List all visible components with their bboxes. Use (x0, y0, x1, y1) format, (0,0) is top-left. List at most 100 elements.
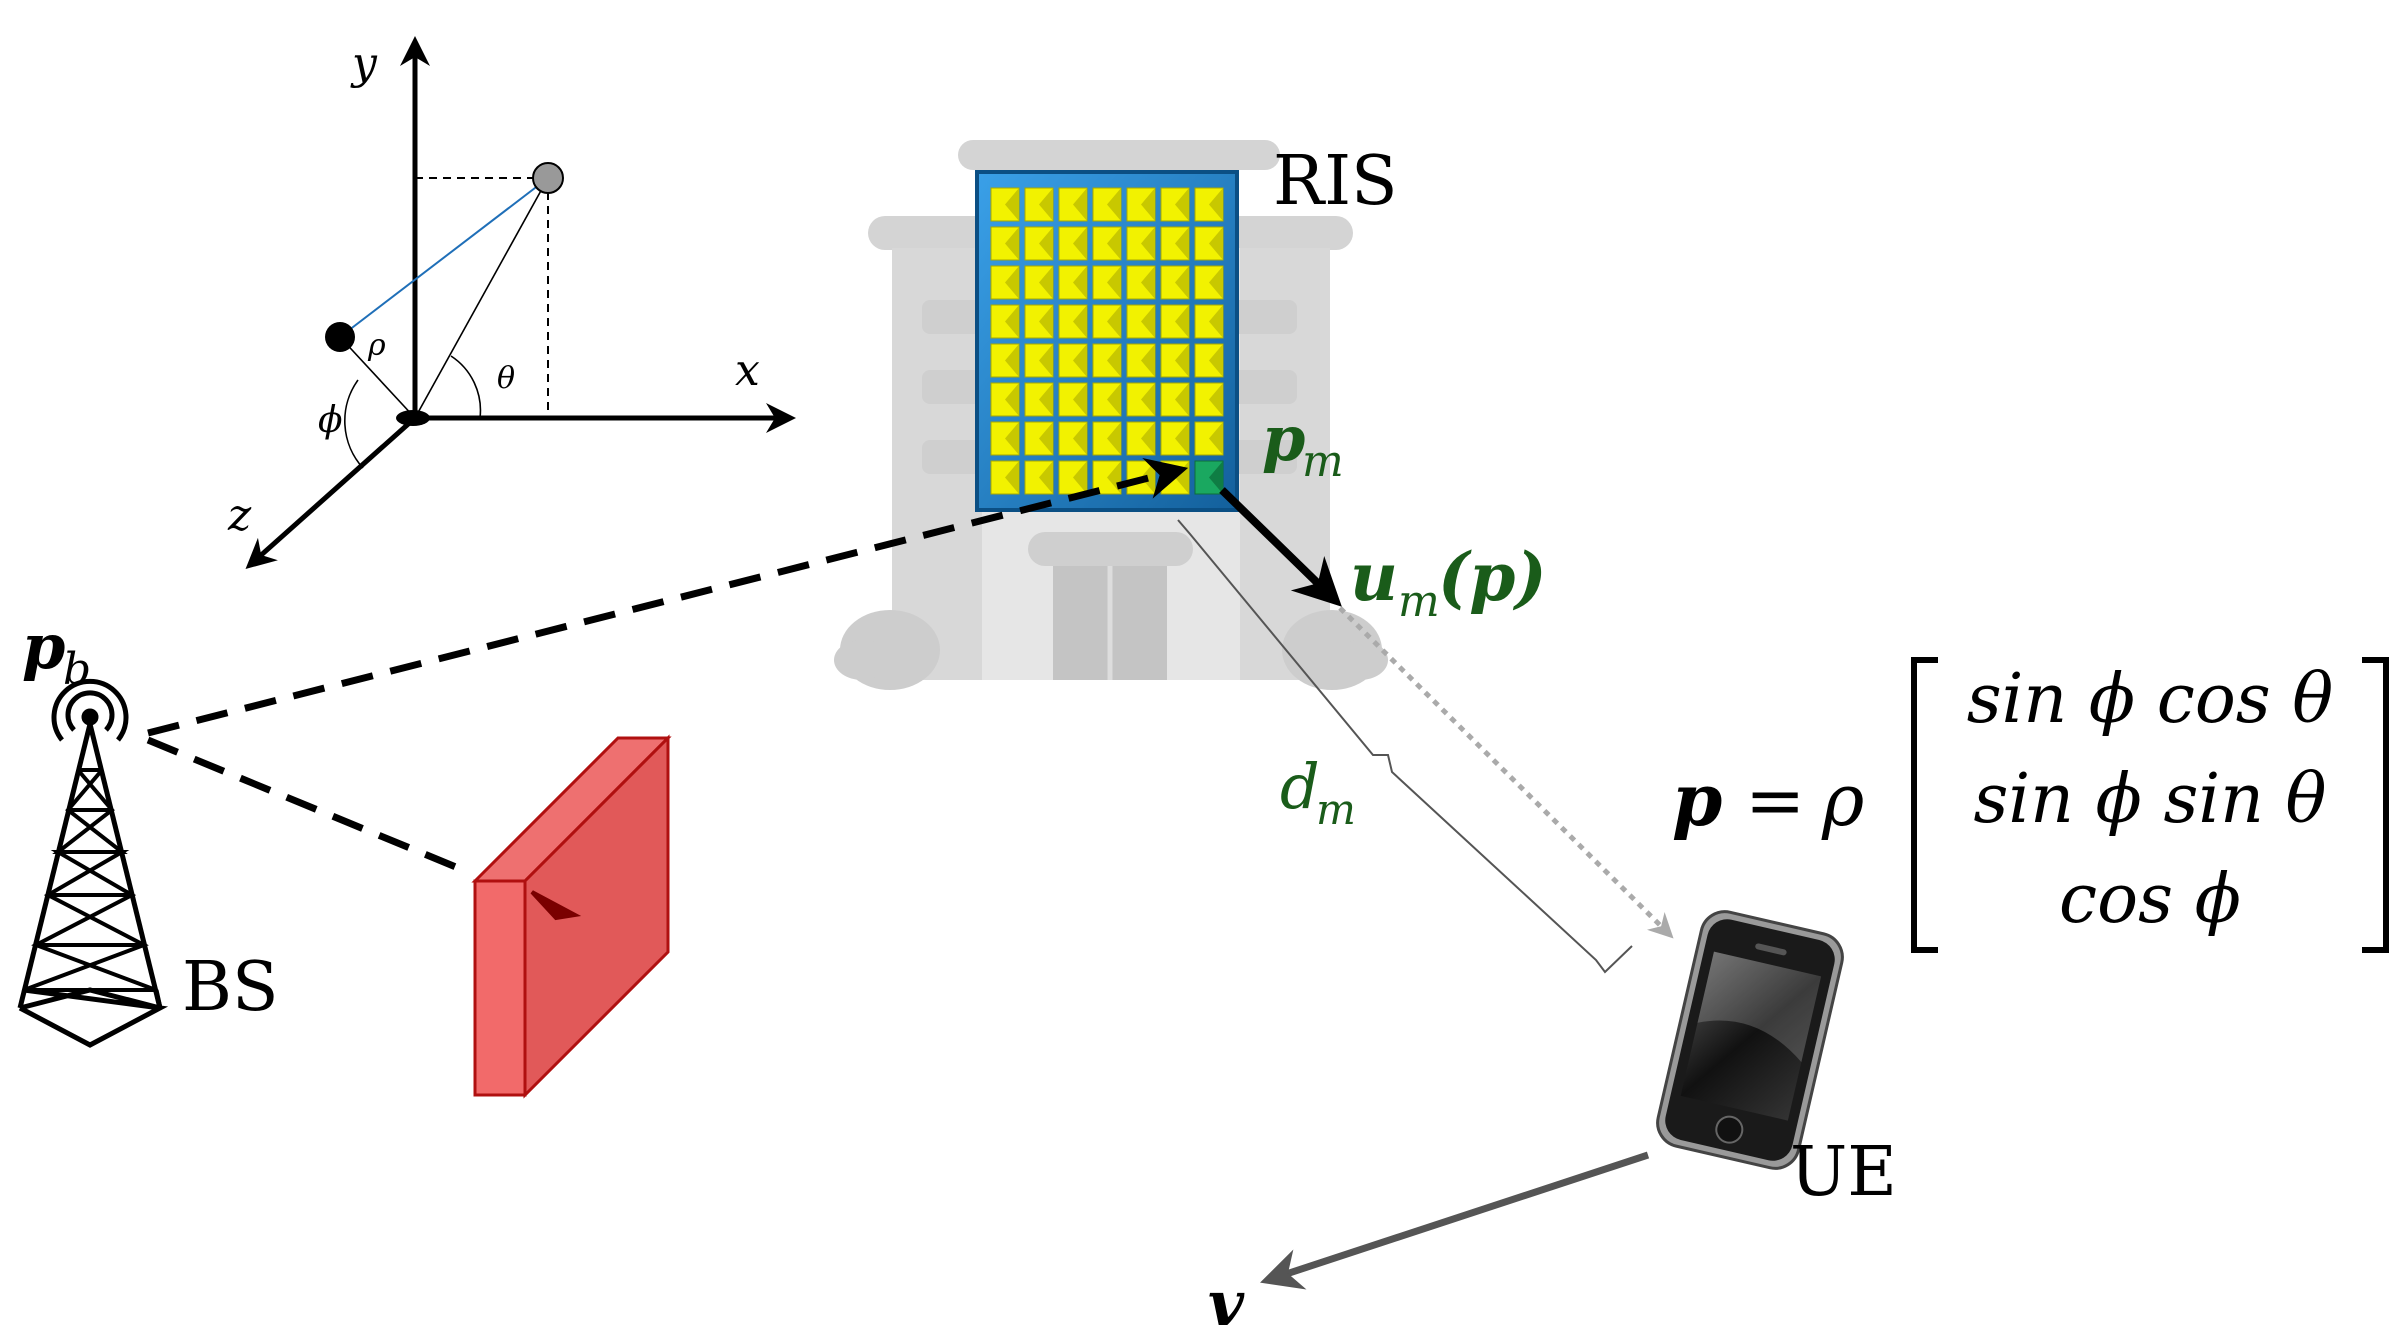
ris-element-bevel (1141, 188, 1155, 221)
ris-element-position-label: p m (1262, 402, 1344, 487)
ris-element-bevel (1107, 344, 1121, 377)
ris-element (1160, 421, 1190, 456)
antenna-wave-inner (65, 690, 115, 732)
ris-element (1194, 265, 1224, 300)
equation-lhs: p (1672, 757, 1722, 842)
blocker-obstacle (471, 734, 672, 1099)
ris-element-bevel (1005, 188, 1019, 221)
ris-element-bevel (1175, 344, 1189, 377)
ris-element (990, 265, 1020, 300)
ris-element (1194, 343, 1224, 378)
ris-element-bevel (1107, 422, 1121, 455)
ris-element-grid (990, 187, 1224, 495)
um-subscript: m (1398, 576, 1440, 627)
ris-panel (975, 170, 1239, 512)
ris-element (1058, 460, 1088, 495)
ris-element-bevel (1175, 383, 1189, 416)
blocker-arrow-icon (530, 890, 582, 921)
ris-element-bevel (1005, 344, 1019, 377)
theta-arc (450, 355, 482, 419)
distance-label: d m (1280, 750, 1356, 834)
ris-direction-vector (1219, 487, 1342, 607)
ris-element-bevel (1209, 383, 1223, 416)
ris-element (1024, 226, 1054, 261)
ris-element-bevel (1005, 422, 1019, 455)
building-roof (958, 140, 1280, 170)
ris-element-bevel (1107, 305, 1121, 338)
ris-element-bevel (1039, 188, 1053, 221)
coordinate-system: y x z ρ θ ϕ (227, 36, 796, 569)
ris-element-bevel (1141, 305, 1155, 338)
ris-element (990, 343, 1020, 378)
matrix-row-1: sin ϕ cos θ (1967, 660, 2334, 739)
z-axis-label: z (227, 490, 252, 541)
rho-line (339, 177, 549, 338)
pm-symbol: p (1262, 402, 1305, 475)
ris-element (1058, 421, 1088, 456)
building (834, 140, 1388, 690)
ris-element-bevel (1005, 383, 1019, 416)
ris-element (990, 304, 1020, 339)
pb-subscript: b (63, 644, 91, 695)
um-argument: (p) (1438, 538, 1547, 616)
ris-element-bevel (1209, 227, 1223, 260)
ris-element (1024, 187, 1054, 222)
ris-element-bevel (1107, 383, 1121, 416)
bracket-left (1911, 657, 1938, 953)
ris-element (1092, 265, 1122, 300)
equation-equals: = (1745, 758, 1805, 842)
ris-element (1194, 421, 1224, 456)
ris-element (1024, 304, 1054, 339)
ris-element (1126, 343, 1156, 378)
base-station-tower (17, 678, 169, 1048)
ris-element-bevel (1141, 422, 1155, 455)
equation-scale: ρ (1821, 758, 1864, 842)
ris-element (1024, 460, 1054, 495)
ris-element-bevel (1039, 344, 1053, 377)
ris-element (1160, 265, 1190, 300)
tower-lattice (23, 768, 157, 992)
ris-element (1058, 343, 1088, 378)
ris-element-bevel (1005, 305, 1019, 338)
position-equation: p = ρ sin ϕ cos θ sin ϕ sin θ cos ϕ (1672, 657, 2389, 953)
ris-element (1092, 421, 1122, 456)
ris-element-bevel (1107, 188, 1121, 221)
ris-element-bevel (1073, 305, 1087, 338)
ris-element (990, 187, 1020, 222)
ris-element (1058, 304, 1088, 339)
user-equipment-phone (1656, 910, 1844, 1170)
ris-element (1126, 265, 1156, 300)
ris-element-bevel (1175, 305, 1189, 338)
ris-element (1126, 304, 1156, 339)
rho-label: ρ (367, 328, 386, 363)
ris-element (1194, 382, 1224, 417)
phone-screen (1680, 951, 1822, 1121)
y-axis-label: y (350, 38, 378, 89)
dm-symbol: d (1280, 750, 1320, 823)
building-canopy (1028, 532, 1193, 566)
ris-element (990, 460, 1020, 495)
antenna-tip (81, 708, 99, 726)
ris-active-element (1194, 460, 1224, 495)
ris-element-bevel (1073, 344, 1087, 377)
ris-element (1092, 187, 1122, 222)
ris-element-bevel (1209, 305, 1223, 338)
ris-element-bevel (1175, 227, 1189, 260)
ris-element (1126, 421, 1156, 456)
bush-left (834, 640, 890, 680)
ris-element (1024, 382, 1054, 417)
ris-element-bevel (1209, 344, 1223, 377)
ris-direction-label: u m (p) (1350, 538, 1547, 627)
ris-element (1126, 382, 1156, 417)
ris-element-bevel (1005, 461, 1019, 494)
ris-element (1058, 187, 1088, 222)
tower-base (18, 987, 169, 1048)
distance-brace (1177, 519, 1633, 974)
ris-element-bevel (1073, 266, 1087, 299)
velocity-vector (1260, 1151, 1650, 1290)
ue-label: UE (1790, 1133, 1897, 1212)
phi-arc (344, 379, 364, 469)
ris-element-bevel (1039, 227, 1053, 260)
z-axis (245, 416, 417, 569)
ris-element (1160, 187, 1190, 222)
